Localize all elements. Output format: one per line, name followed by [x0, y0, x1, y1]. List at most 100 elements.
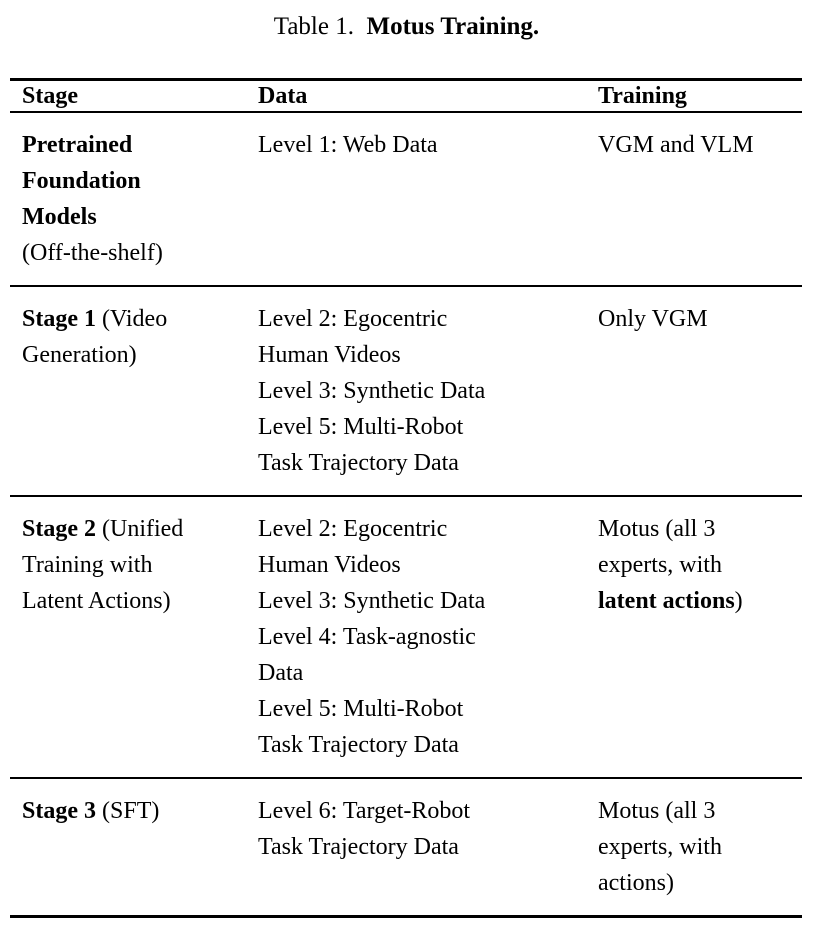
cell-line: Pretrained — [22, 127, 242, 163]
cell-line: Level 2: Egocentric — [258, 516, 448, 542]
emphasis-text: latent actions — [598, 588, 735, 614]
emphasis-text: Stage 1 — [22, 306, 96, 332]
cell-line: Level 3: Synthetic Data — [258, 588, 486, 614]
cell-data: Level 1: Web Data — [258, 113, 598, 285]
header-label-training: Training — [598, 83, 687, 109]
cell-line: Generation) — [22, 337, 242, 373]
plain-text: (Off-the-shelf) — [22, 240, 163, 266]
cell-stage-content: Stage 3 (SFT) — [10, 779, 258, 843]
header-separator-rule — [10, 111, 802, 113]
emphasis-text: Models — [22, 204, 97, 230]
cell-training-content: Motus (all 3 experts, with actions) — [598, 779, 802, 915]
cell-line: Stage 3 (SFT) — [22, 793, 242, 829]
column-header-training: Training — [598, 81, 802, 111]
plain-text: (SFT) — [96, 798, 160, 824]
row-separator-row — [10, 285, 802, 287]
table-caption: Table 1. Motus Training. — [0, 12, 813, 42]
row-separator-rule — [10, 285, 802, 287]
row-separator-cell — [10, 777, 802, 779]
plain-text: ) — [734, 588, 743, 614]
emphasis-text: Foundation — [22, 168, 141, 194]
cell-line: Task Trajectory Data — [258, 732, 459, 758]
header-row: Stage Data Training — [10, 81, 802, 111]
cell-line: Only VGM — [598, 301, 796, 337]
header-label-data: Data — [258, 83, 308, 109]
header-separator-cell — [10, 111, 802, 113]
emphasis-text: Stage 3 — [22, 798, 96, 824]
cell-line: Motus (all 3 — [598, 793, 796, 829]
cell-line: experts, with — [598, 829, 796, 865]
column-header-data: Data — [258, 81, 598, 111]
row-separator-row — [10, 777, 802, 779]
cell-stage: Stage 3 (SFT) — [10, 779, 258, 915]
row-separator-cell — [10, 285, 802, 287]
cell-training: Only VGM — [598, 287, 802, 495]
table-top-rule — [10, 78, 802, 81]
cell-line: Level 6: Target-Robot — [258, 798, 471, 824]
cell-line: Level 5: Multi-Robot — [258, 414, 464, 440]
cell-line: Human Videos — [258, 552, 401, 578]
plain-text: Motus (all 3 — [598, 798, 716, 824]
cell-line: (Off-the-shelf) — [22, 235, 242, 271]
plain-text: (Unified — [96, 516, 184, 542]
cell-line: Data — [258, 660, 304, 686]
cell-line: Level 2: Egocentric — [258, 306, 448, 332]
row-separator-rule — [10, 777, 802, 779]
cell-training-content: VGM and VLM — [598, 113, 802, 177]
cell-line: Stage 2 (Unified — [22, 511, 242, 547]
plain-text: actions) — [598, 870, 674, 896]
header-separator-row — [10, 111, 802, 113]
table-head: Stage Data Training — [10, 81, 802, 111]
cell-training: VGM and VLM — [598, 113, 802, 285]
plain-text: Motus (all 3 — [598, 516, 716, 542]
cell-line: Level 4: Task-agnostic — [258, 624, 476, 650]
cell-data-content: Level 1: Web Data — [258, 113, 598, 177]
cell-line: Latent Actions) — [22, 583, 242, 619]
emphasis-text: Pretrained — [22, 132, 133, 158]
plain-text: (Video — [96, 306, 168, 332]
cell-line: Task Trajectory Data — [258, 834, 459, 860]
cell-line: Training with — [22, 547, 242, 583]
cell-line: Level 3: Synthetic Data — [258, 378, 486, 404]
cell-line: actions) — [598, 865, 796, 901]
plain-text: Generation) — [22, 342, 137, 368]
cell-line: experts, with — [598, 547, 796, 583]
plain-text: Training with — [22, 552, 153, 578]
cell-line: Level 1: Web Data — [258, 132, 438, 158]
plain-text: experts, with — [598, 834, 722, 860]
row-separator-cell — [10, 495, 802, 497]
cell-line: Level 5: Multi-Robot — [258, 696, 464, 722]
emphasis-text: Stage 2 — [22, 516, 96, 542]
row-separator-rule — [10, 495, 802, 497]
cell-line: Stage 1 (Video — [22, 301, 242, 337]
cell-line: Task Trajectory Data — [258, 450, 459, 476]
cell-line: latent actions) — [598, 583, 796, 619]
column-header-stage: Stage — [10, 81, 258, 111]
cell-line: VGM and VLM — [598, 127, 796, 163]
cell-training: Motus (all 3 experts, with actions) — [598, 779, 802, 915]
header-label-stage: Stage — [22, 83, 78, 109]
cell-training-content: Only VGM — [598, 287, 802, 351]
cell-line: Foundation — [22, 163, 242, 199]
plain-text: Latent Actions) — [22, 588, 171, 614]
cell-line: Models — [22, 199, 242, 235]
